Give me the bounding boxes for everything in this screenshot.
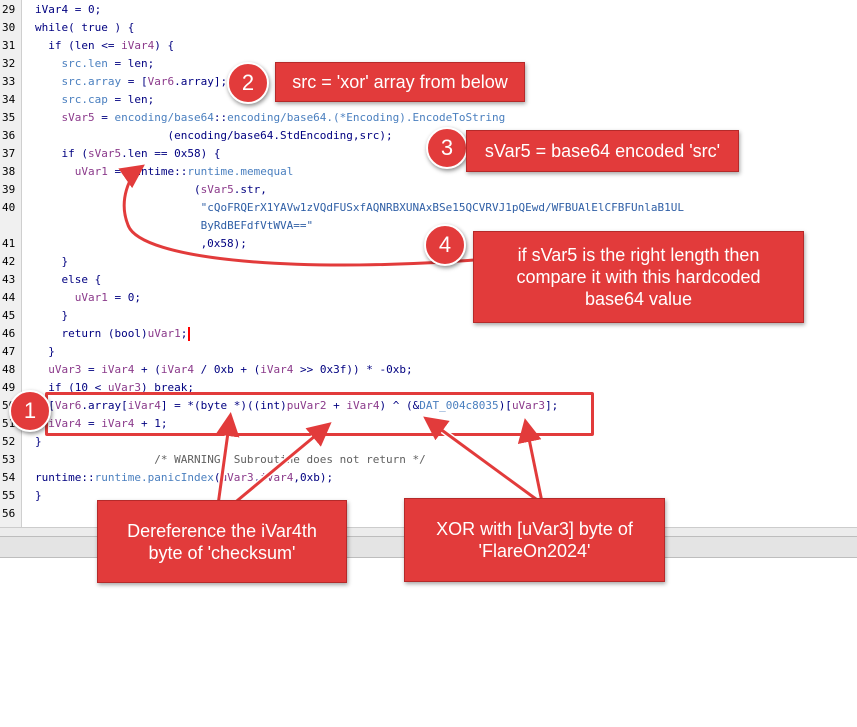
code-text[interactable]: src.len = len; [61,57,155,70]
line-number: 29 [2,3,16,16]
code-text[interactable]: ByRdBEFdfVtWVA==" [200,219,314,232]
xor-line-highlight-box [45,392,594,436]
code-text[interactable]: src.cap = len; [61,93,155,106]
step-badge-4: 4 [424,224,466,266]
callout-dereference-checksum: Dereference the iVar4th byte of 'checksu… [97,500,347,583]
line-number: 43 [2,273,16,286]
line-number: 41 [2,237,16,250]
code-text[interactable]: return (bool)uVar1; [35,325,191,343]
code-text[interactable]: } [35,309,69,322]
line-number: 38 [2,165,16,178]
code-text[interactable]: uVar1 = runtime::runtime.memequal [74,165,294,178]
code-text[interactable]: "cQoFRQErX1YAVw1zVQdFUSxfAQNRBXUNAxBSe15… [200,201,685,214]
line-number: 56 [2,507,16,520]
step-badge-3: 3 [426,127,468,169]
line-number: 33 [2,75,16,88]
line-number: 47 [2,345,16,358]
line-number: 45 [2,309,16,322]
line-number: 49 [2,381,16,394]
line-number: 32 [2,57,16,70]
code-text[interactable]: else { [35,273,102,286]
line-number: 54 [2,471,16,484]
code-text[interactable]: iVar4 = 0; [35,3,102,16]
code-text[interactable]: (encoding/base64.StdEncoding,src); [35,129,393,142]
callout-compare-hardcoded: if sVar5 is the right length then compar… [473,231,804,323]
code-text[interactable]: [Var6.array[iVar4] = *(byte *)((int)puVa… [48,399,559,412]
line-number: 42 [2,255,16,268]
line-number: 48 [2,363,16,376]
code-text[interactable]: if (len <= iVar4) { [35,39,175,52]
code-text[interactable]: } [35,435,42,448]
line-number: 39 [2,183,16,196]
line-number: 44 [2,291,16,304]
line-number: 40 [2,201,16,214]
code-text[interactable]: while( true ) { [35,21,135,34]
line-number: 30 [2,21,16,34]
line-number: 37 [2,147,16,160]
code-text[interactable]: src.array = [Var6.array]; [61,75,228,88]
code-text[interactable]: (sVar5.str, [35,183,267,196]
callout-base64-encoded: sVar5 = base64 encoded 'src' [466,130,739,172]
code-text[interactable]: uVar1 = 0; [74,291,141,304]
line-number: 31 [2,39,16,52]
callout-xor-flareon: XOR with [uVar3] byte of 'FlareOn2024' [404,498,665,582]
line-number: 34 [2,93,16,106]
line-number: 55 [2,489,16,502]
code-text[interactable]: uVar3 = iVar4 + (iVar4 / 0xb + (iVar4 >>… [48,363,413,376]
code-text[interactable]: } [35,255,69,268]
line-number: 35 [2,111,16,124]
code-text[interactable]: if (10 < uVar3) break; [35,381,194,394]
code-text[interactable]: } [35,345,55,358]
code-text[interactable]: ,0x58); [35,237,247,250]
code-text[interactable]: sVar5 = encoding/base64::encoding/base64… [61,111,506,124]
step-badge-1: 1 [9,390,51,432]
code-text[interactable]: iVar4 = iVar4 + 1; [48,417,168,430]
line-number: 52 [2,435,16,448]
line-number: 36 [2,129,16,142]
code-text[interactable]: } [35,489,42,502]
line-number: 46 [2,327,16,340]
code-text[interactable]: /* WARNING: Subroutine does not return *… [154,453,426,466]
code-text[interactable]: runtime::runtime.panicIndex(uVar3,iVar4,… [35,471,334,484]
code-text[interactable]: if (sVar5.len == 0x58) { [35,147,221,160]
step-badge-2: 2 [227,62,269,104]
line-number: 53 [2,453,16,466]
callout-src-xor-array: src = 'xor' array from below [275,62,525,102]
